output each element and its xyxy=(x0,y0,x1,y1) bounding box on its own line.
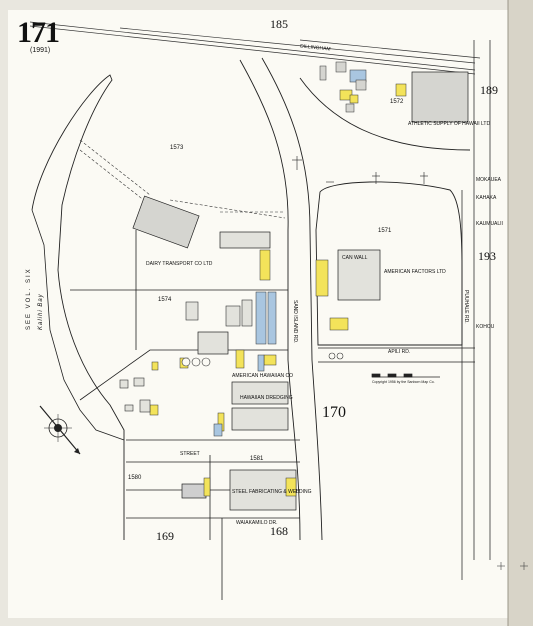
north-parcel-curve xyxy=(299,77,471,151)
street-apili: APILI RD. xyxy=(388,349,411,355)
binding-edge xyxy=(508,0,533,626)
lot-1574: 1574 xyxy=(158,297,172,303)
lot-1581: 1581 xyxy=(250,456,264,462)
building-cluster-north xyxy=(319,61,367,113)
scale-note: Copyright 1956 by the Sanborn Map Co. xyxy=(372,380,435,384)
street-mokauea: MOKAUEA xyxy=(476,177,502,183)
lot-1572: 1572 xyxy=(390,99,404,105)
street-kahaka: KAHAKA xyxy=(476,195,497,201)
sheet-number: 171 xyxy=(17,16,60,49)
apili-road xyxy=(318,347,475,363)
street-kaumualii: KAUMUALII xyxy=(476,221,503,227)
shoreline xyxy=(31,74,125,540)
street-markers xyxy=(292,156,428,184)
lot-1573: 1573 xyxy=(170,145,184,151)
bay-outline xyxy=(31,209,125,441)
bay-label-see-vol: SEE VOL. SIX xyxy=(26,267,32,330)
sand-island-road-west xyxy=(239,59,301,541)
lot-1571: 1571 xyxy=(378,228,392,234)
north-arrow xyxy=(39,405,81,455)
label-hawaiian-dredging: HAWAIIAN DREDGING xyxy=(240,395,293,401)
west-structures xyxy=(119,299,253,413)
street-sand-island: SAND ISLAND RD. xyxy=(292,300,298,344)
adjacent-sheet-south-center: 170 xyxy=(322,404,346,421)
tanks xyxy=(181,352,344,367)
street-street: STREET xyxy=(180,451,200,457)
scale-bar xyxy=(371,373,440,378)
street-puuhale: PUUHALE RD. xyxy=(463,290,469,324)
label-athletic-supply: ATHLETIC SUPPLY OF HAWAII LTD xyxy=(408,121,491,127)
label-american-hawaiian: AMERICAN HAWAIIAN CO xyxy=(232,373,294,379)
sand-island-road-east xyxy=(261,57,323,541)
lot-1580: 1580 xyxy=(128,475,142,481)
label-american-factors: AMERICAN FACTORS LTD xyxy=(384,269,446,275)
adjacent-sheet-east-lower: 193 xyxy=(478,249,496,263)
adjacent-sheet-south-left: 169 xyxy=(156,529,174,543)
bay-label-kalihi: Kalihi Bay xyxy=(38,293,44,330)
label-steel-fabricating: STEEL FABRICATING & WELDING xyxy=(232,489,312,495)
sheet-subtitle: (1991) xyxy=(30,47,51,54)
street-kohou: KOHOU xyxy=(476,324,495,330)
yellow-buildings xyxy=(149,83,407,497)
label-dairy-transport: DAIRY TRANSPORT CO LTD xyxy=(146,261,213,267)
adjacent-sheet-south-right: 168 xyxy=(270,524,288,538)
label-can-wall: CAN WALL xyxy=(342,255,368,261)
east-block-outline xyxy=(315,181,463,346)
adjacent-sheet-north: 185 xyxy=(270,17,288,31)
adjacent-sheet-east-upper: 189 xyxy=(480,83,498,97)
grey-buildings xyxy=(132,71,469,511)
lot-lines xyxy=(79,139,286,219)
blue-buildings xyxy=(213,69,367,437)
railroad-tracks xyxy=(29,21,481,75)
registration-marks xyxy=(497,562,528,570)
street-waiakamilo: WAIAKAMILO DR. xyxy=(236,520,278,526)
